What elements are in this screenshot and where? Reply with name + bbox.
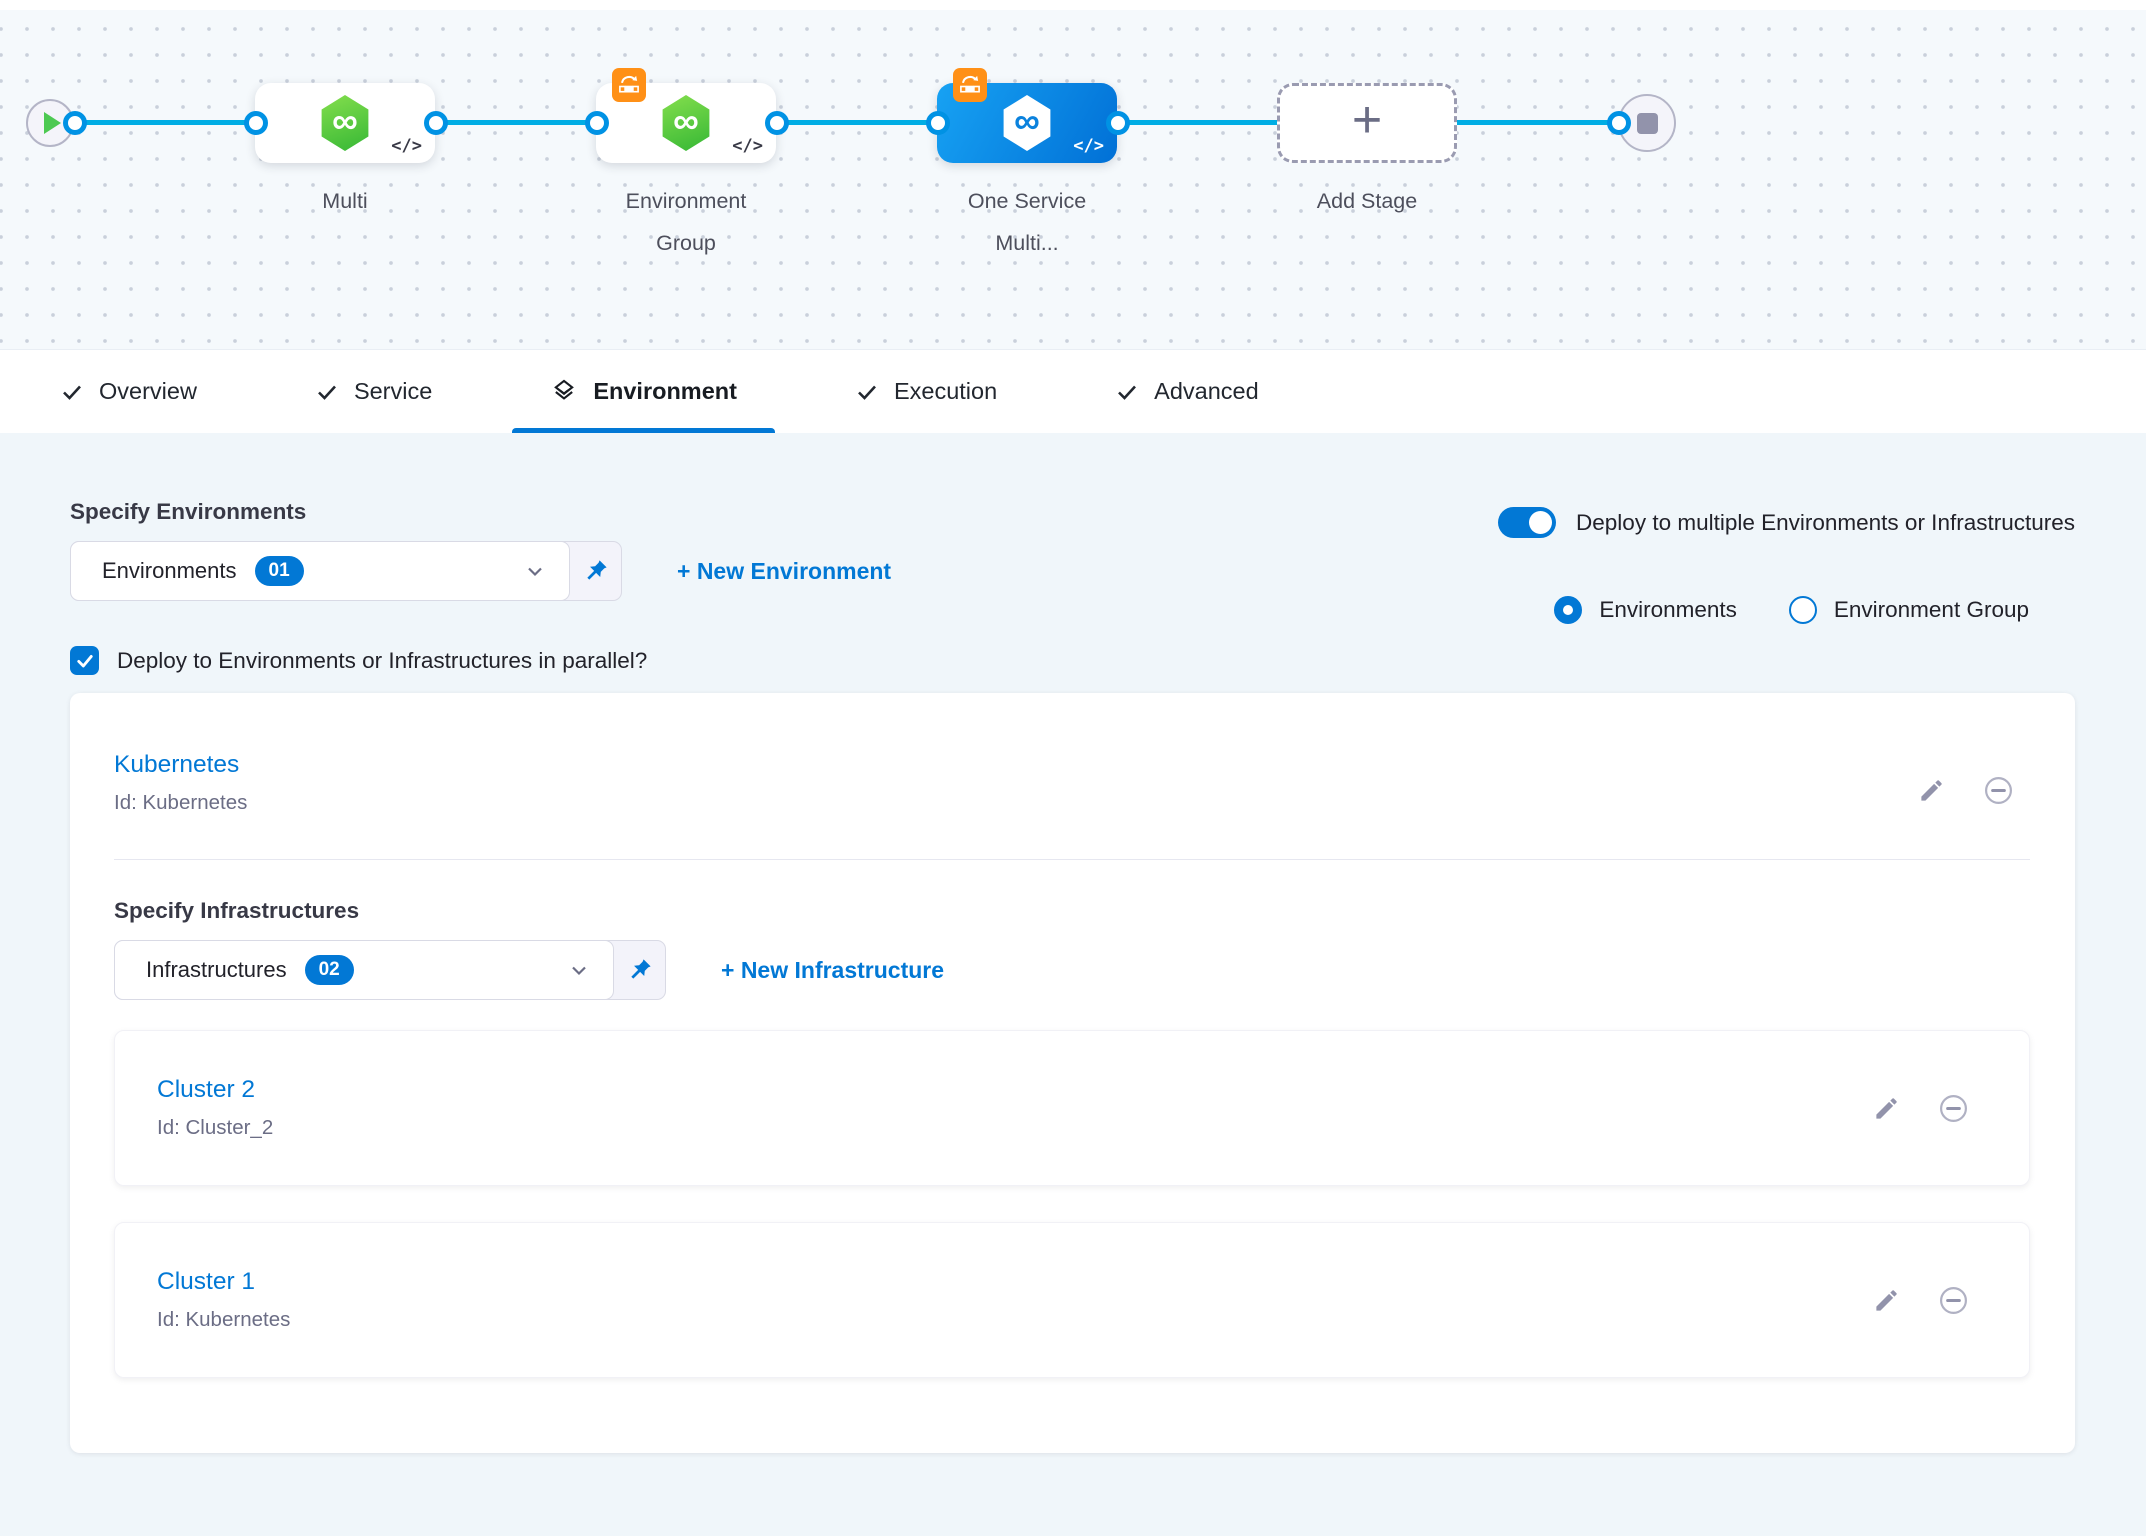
infrastructures-dropdown-value: Infrastructures — [146, 957, 287, 983]
environments-dropdown-value: Environments — [102, 558, 237, 584]
infrastructure-id: Id: Cluster_2 — [157, 1116, 273, 1140]
remove-environment-button[interactable] — [1983, 775, 2014, 806]
stage-node-multi[interactable]: ∞ </> — [255, 83, 435, 163]
edit-infrastructure-button[interactable] — [1873, 1095, 1900, 1122]
environment-name-link[interactable]: Kubernetes — [114, 751, 247, 779]
deploy-multiple-toggle-label: Deploy to multiple Environments or Infra… — [1576, 510, 2075, 536]
radio-environments-label: Environments — [1599, 597, 1737, 623]
tab-service[interactable]: Service — [277, 350, 470, 433]
toggle-knob — [1529, 511, 1552, 534]
radio-environment-group-label: Environment Group — [1834, 597, 2029, 623]
minus-circle-icon — [1938, 1093, 1969, 1124]
chevron-down-icon — [523, 559, 547, 583]
infrastructures-dropdown[interactable]: Infrastructures 02 — [114, 940, 666, 1000]
stage-label-multi: Multi — [257, 180, 433, 222]
port — [926, 111, 950, 135]
check-icon — [1115, 380, 1139, 404]
chevron-down-icon — [567, 958, 591, 982]
pencil-icon — [1873, 1287, 1900, 1314]
tab-overview[interactable]: Overview — [22, 350, 235, 433]
stage-tabbar: Overview Service Environment Execution A… — [0, 349, 2146, 433]
specify-environments-heading: Specify Environments — [70, 499, 891, 525]
environments-dropdown[interactable]: Environments 01 — [70, 541, 622, 601]
tab-execution[interactable]: Execution — [817, 350, 1035, 433]
infrastructure-card-cluster-1: Cluster 1 Id: Kubernetes — [114, 1222, 2030, 1378]
pin-button[interactable] — [614, 941, 665, 999]
divider — [114, 859, 2030, 860]
infrastructure-name-link[interactable]: Cluster 2 — [157, 1076, 273, 1104]
plus-icon: + — [1352, 94, 1382, 146]
yaml-code-icon: </> — [391, 136, 422, 156]
stage-label-environment-group: Environment Group — [598, 180, 774, 264]
add-stage-label: Add Stage — [1279, 180, 1455, 222]
environment-id: Id: Kubernetes — [114, 791, 247, 815]
pencil-icon — [1873, 1095, 1900, 1122]
port — [63, 111, 87, 135]
environment-card: Kubernetes Id: Kubernetes Specify Infras… — [70, 693, 2075, 1453]
radio-environment-group[interactable] — [1789, 596, 1817, 624]
infrastructures-count-badge: 02 — [305, 955, 354, 985]
specify-infrastructures-heading: Specify Infrastructures — [114, 898, 2030, 924]
environment-tab-content: Specify Environments Environments 01 — [0, 433, 2146, 1536]
minus-circle-icon — [1938, 1285, 1969, 1316]
check-icon — [60, 380, 84, 404]
infrastructure-card-cluster-2: Cluster 2 Id: Cluster_2 — [114, 1030, 2030, 1186]
tab-environment[interactable]: Environment — [512, 350, 775, 433]
environments-dropdown-field[interactable]: Environments 01 — [70, 541, 570, 601]
port — [765, 111, 789, 135]
infrastructures-dropdown-field[interactable]: Infrastructures 02 — [114, 940, 614, 1000]
tab-advanced[interactable]: Advanced — [1077, 350, 1297, 433]
deploy-multiple-toggle[interactable] — [1498, 507, 1556, 538]
port — [585, 111, 609, 135]
deploy-parallel-checkbox-label: Deploy to Environments or Infrastructure… — [117, 648, 647, 674]
radio-environments[interactable] — [1554, 596, 1582, 624]
environment-row: Kubernetes Id: Kubernetes — [114, 751, 2030, 815]
environments-count-badge: 01 — [255, 556, 304, 586]
stop-icon — [1637, 113, 1658, 134]
port — [1607, 111, 1631, 135]
check-icon — [855, 380, 879, 404]
stage-label-one-service-multi: One Service Multi... — [939, 180, 1115, 264]
new-infrastructure-link[interactable]: + New Infrastructure — [721, 957, 944, 984]
port — [1106, 111, 1130, 135]
yaml-code-icon: </> — [1073, 136, 1104, 156]
edit-infrastructure-button[interactable] — [1873, 1287, 1900, 1314]
pin-icon — [583, 558, 609, 584]
port — [244, 111, 268, 135]
check-icon — [315, 380, 339, 404]
pin-button[interactable] — [570, 542, 621, 600]
environment-stack-icon — [550, 378, 578, 406]
port — [424, 111, 448, 135]
deployment-hexagon-icon: ∞ — [319, 95, 371, 151]
deployment-hexagon-icon: ∞ — [1001, 95, 1053, 151]
rolling-deploy-badge-icon — [612, 68, 646, 102]
pin-icon — [627, 957, 653, 983]
new-environment-link[interactable]: + New Environment — [677, 558, 891, 585]
remove-infrastructure-button[interactable] — [1938, 1285, 1969, 1316]
play-icon — [44, 112, 61, 134]
check-icon — [75, 651, 95, 671]
pipeline-canvas[interactable]: ∞ </> Multi ∞ </> Environment Group — [0, 10, 2146, 349]
infrastructure-id: Id: Kubernetes — [157, 1308, 290, 1332]
rolling-deploy-badge-icon — [953, 68, 987, 102]
minus-circle-icon — [1983, 775, 2014, 806]
pencil-icon — [1918, 777, 1945, 804]
yaml-code-icon: </> — [732, 136, 763, 156]
stage-node-environment-group[interactable]: ∞ </> — [596, 83, 776, 163]
add-stage-button[interactable]: + — [1277, 83, 1457, 163]
deploy-parallel-checkbox[interactable] — [70, 646, 99, 675]
remove-infrastructure-button[interactable] — [1938, 1093, 1969, 1124]
deployment-hexagon-icon: ∞ — [660, 95, 712, 151]
infrastructure-name-link[interactable]: Cluster 1 — [157, 1268, 290, 1296]
stage-node-one-service-multi[interactable]: ∞ </> — [937, 83, 1117, 163]
edit-environment-button[interactable] — [1918, 777, 1945, 804]
